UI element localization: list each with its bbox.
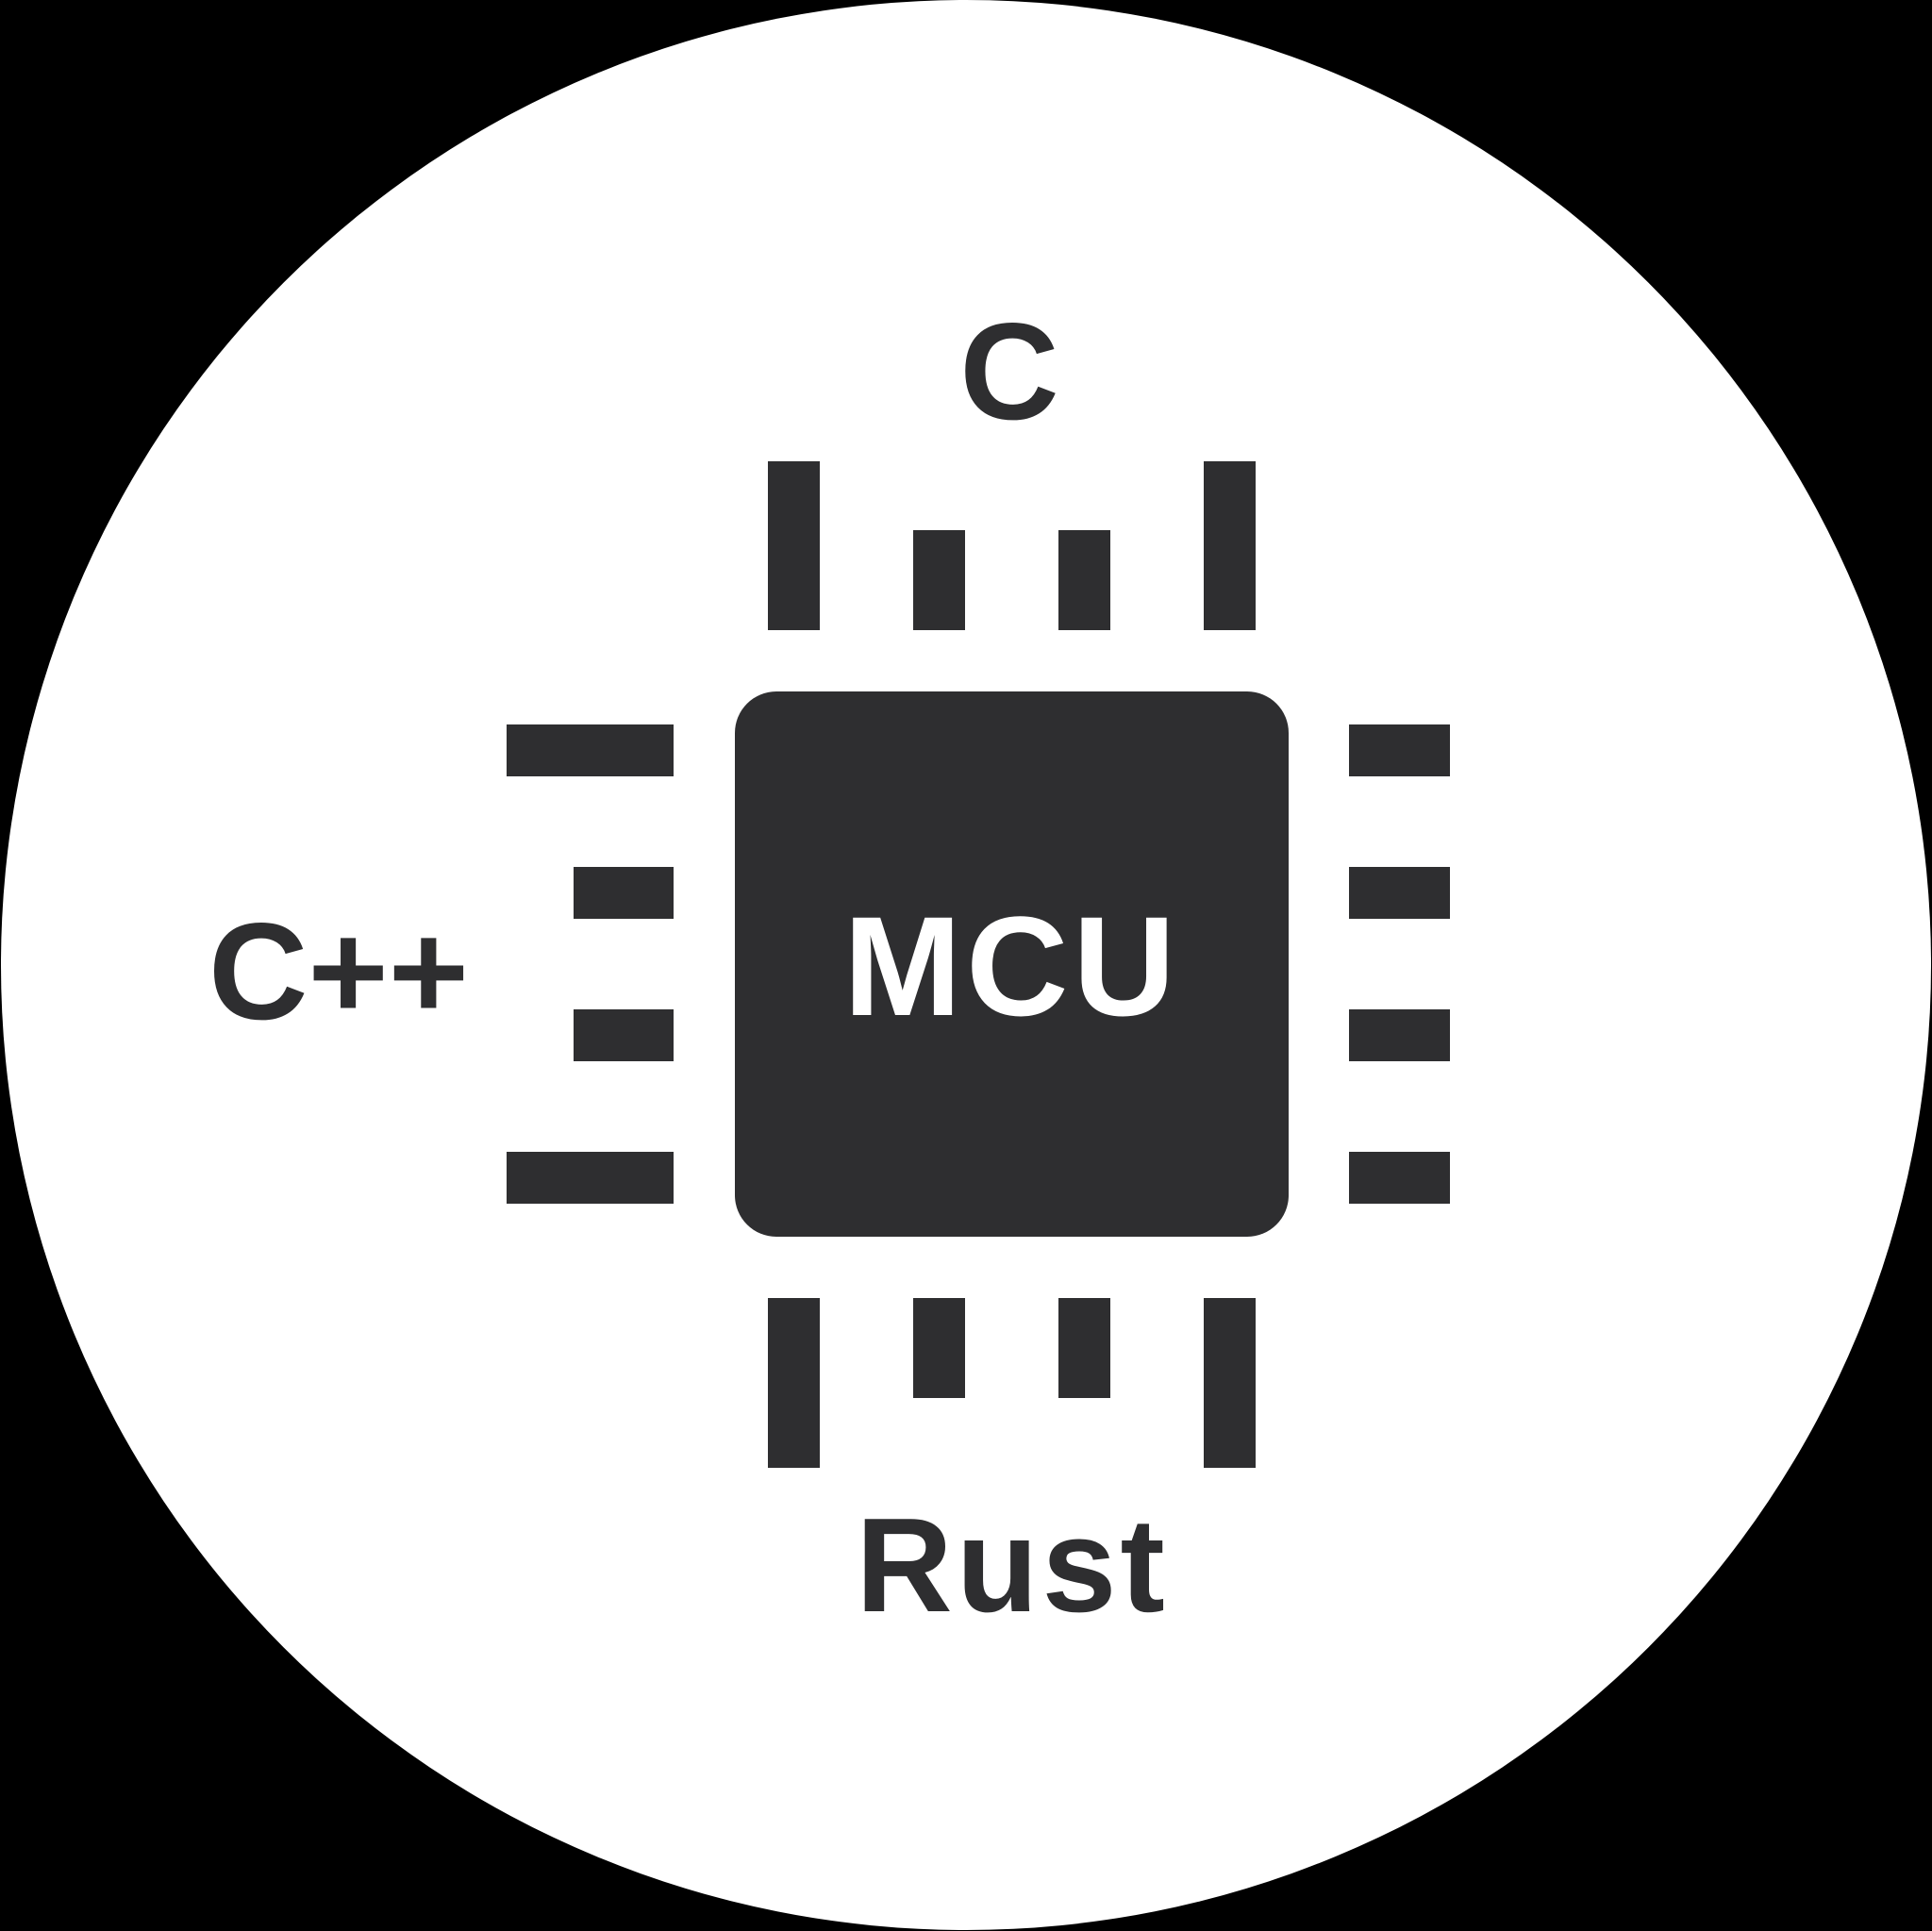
chip-pin-bottom-4 bbox=[1204, 1298, 1256, 1468]
chip-pin-top-2 bbox=[913, 530, 965, 630]
chip-pin-bottom-1 bbox=[768, 1298, 820, 1468]
chip-pin-left-3 bbox=[574, 1009, 674, 1061]
chip-pin-left-1 bbox=[507, 724, 674, 776]
chip-pin-right-4 bbox=[1349, 1152, 1450, 1204]
chip-pin-left-2 bbox=[574, 867, 674, 919]
chip-pin-bottom-2 bbox=[913, 1298, 965, 1398]
chip-pin-top-1 bbox=[768, 461, 820, 630]
chip-pin-right-1 bbox=[1349, 724, 1450, 776]
chip-label: MCU bbox=[843, 887, 1180, 1045]
chip-pin-top-4 bbox=[1204, 461, 1256, 630]
chip-body: MCU bbox=[735, 691, 1289, 1237]
language-label-cpp: C++ bbox=[208, 894, 469, 1048]
chip-pin-right-2 bbox=[1349, 867, 1450, 919]
language-label-c: C bbox=[959, 294, 1059, 448]
language-label-rust: Rust bbox=[856, 1490, 1169, 1640]
chip-pin-top-3 bbox=[1058, 530, 1110, 630]
chip-pin-left-4 bbox=[507, 1152, 674, 1204]
chip-pin-right-3 bbox=[1349, 1009, 1450, 1061]
chip-pin-bottom-3 bbox=[1058, 1298, 1110, 1398]
